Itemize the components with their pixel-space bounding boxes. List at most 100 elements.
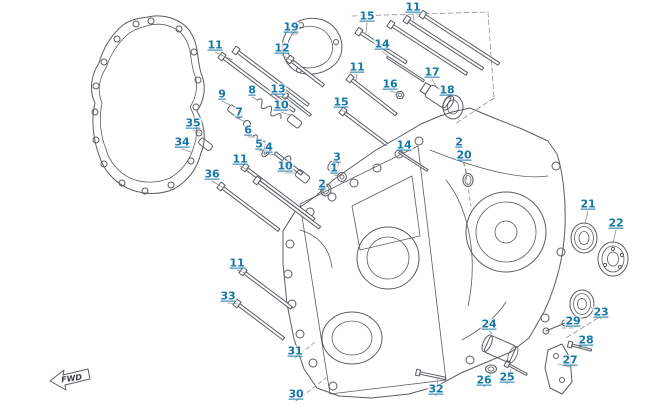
callout-leader-34 <box>181 148 192 153</box>
callout-26[interactable]: 26 <box>475 373 493 387</box>
callout-7[interactable]: 7 <box>234 105 244 119</box>
callout-8[interactable]: 8 <box>247 83 257 97</box>
spring <box>256 98 282 119</box>
bolt <box>503 359 528 376</box>
callout-14[interactable]: 14 <box>373 37 391 51</box>
callout-12[interactable]: 12 <box>273 41 291 55</box>
small-gasket <box>281 17 343 75</box>
stud <box>385 55 425 83</box>
callout-19[interactable]: 19 <box>282 20 300 34</box>
leader-lines <box>181 13 617 402</box>
bolt <box>414 368 447 381</box>
callout-leader-35 <box>192 129 201 134</box>
callout-16[interactable]: 16 <box>381 77 399 91</box>
callout-35[interactable]: 35 <box>184 116 202 130</box>
callout-11[interactable]: 11 <box>231 152 249 166</box>
bracket <box>544 343 573 395</box>
callout-31[interactable]: 31 <box>286 344 304 358</box>
callout-10[interactable]: 10 <box>272 98 290 112</box>
callout-25[interactable]: 25 <box>498 370 516 384</box>
bolt <box>232 298 286 341</box>
callout-2[interactable]: 2 <box>317 177 327 191</box>
fwd-label: FWD <box>61 373 83 385</box>
callout-21[interactable]: 21 <box>579 197 597 211</box>
callout-11[interactable]: 11 <box>404 0 422 14</box>
callout-24[interactable]: 24 <box>480 317 498 331</box>
callout-23[interactable]: 23 <box>592 305 610 319</box>
callout-4[interactable]: 4 <box>264 140 274 154</box>
callout-30[interactable]: 30 <box>287 387 305 401</box>
callout-leader-11 <box>239 165 249 171</box>
callout-2[interactable]: 2 <box>454 135 464 149</box>
callout-22[interactable]: 22 <box>607 216 625 230</box>
callout-9[interactable]: 9 <box>217 87 227 101</box>
bolt <box>217 51 296 113</box>
callout-36[interactable]: 36 <box>203 167 221 181</box>
callout-29[interactable]: 29 <box>564 314 582 328</box>
fwd-indicator: FWD <box>49 368 91 391</box>
crankcase-body <box>282 107 566 399</box>
nut <box>337 172 347 182</box>
callout-10[interactable]: 10 <box>276 159 294 173</box>
callout-15[interactable]: 15 <box>332 95 350 109</box>
callout-28[interactable]: 28 <box>577 333 595 347</box>
callout-leader-21 <box>584 210 589 225</box>
callout-leader-22 <box>612 229 617 244</box>
dowel-pin <box>294 169 311 184</box>
bolt <box>418 9 501 66</box>
callout-leader-8 <box>251 96 259 101</box>
callout-14[interactable]: 14 <box>395 138 413 152</box>
oil-seal <box>570 222 598 254</box>
nut <box>395 91 405 99</box>
dowel-pin <box>286 114 303 129</box>
bolt <box>345 73 398 117</box>
callout-leader-7 <box>238 118 247 123</box>
callout-leader-14 <box>381 50 390 58</box>
callout-11[interactable]: 11 <box>206 38 224 52</box>
callout-leader-16 <box>389 90 399 94</box>
callout-leader-14 <box>400 151 405 155</box>
callout-leader-11 <box>412 13 415 21</box>
callout-leader-15 <box>365 22 368 34</box>
bracket-parts <box>481 319 573 395</box>
cover-gasket <box>91 15 213 195</box>
callout-leader-10 <box>280 111 291 116</box>
callout-leader-9 <box>221 100 231 106</box>
callout-15[interactable]: 15 <box>358 9 376 23</box>
callout-32[interactable]: 32 <box>427 382 445 396</box>
bolt <box>231 45 310 107</box>
callout-leader-13 <box>277 95 289 99</box>
bolt <box>402 14 485 71</box>
callout-leader-17 <box>431 78 437 87</box>
bolt <box>338 106 388 146</box>
callout-17[interactable]: 17 <box>423 65 441 79</box>
callout-6[interactable]: 6 <box>243 123 253 137</box>
callout-leader-30 <box>295 377 327 402</box>
callout-11[interactable]: 11 <box>228 256 246 270</box>
group-dashes <box>351 11 599 339</box>
callout-leader-20 <box>463 161 472 207</box>
callout-18[interactable]: 18 <box>438 83 456 97</box>
bolt-set <box>216 9 593 381</box>
bushing <box>481 334 519 364</box>
callout-leader-11 <box>355 73 358 81</box>
callout-34[interactable]: 34 <box>173 135 191 149</box>
callout-leader-4 <box>268 153 278 156</box>
callout-13[interactable]: 13 <box>269 82 287 96</box>
callout-leader-36 <box>211 180 223 188</box>
callout-leader-12 <box>281 54 295 63</box>
callout-leader-18 <box>446 96 452 100</box>
callout-leader-24 <box>488 330 497 339</box>
callout-leader-11 <box>236 269 246 274</box>
callout-3[interactable]: 3 <box>332 150 342 164</box>
callout-33[interactable]: 33 <box>219 289 237 303</box>
bolt <box>252 175 322 230</box>
callout-11[interactable]: 11 <box>348 60 366 74</box>
callout-20[interactable]: 20 <box>455 148 473 162</box>
callout-5[interactable]: 5 <box>254 137 264 151</box>
callout-27[interactable]: 27 <box>561 353 579 367</box>
bolt <box>281 91 312 117</box>
callout-1[interactable]: 1 <box>329 161 339 175</box>
